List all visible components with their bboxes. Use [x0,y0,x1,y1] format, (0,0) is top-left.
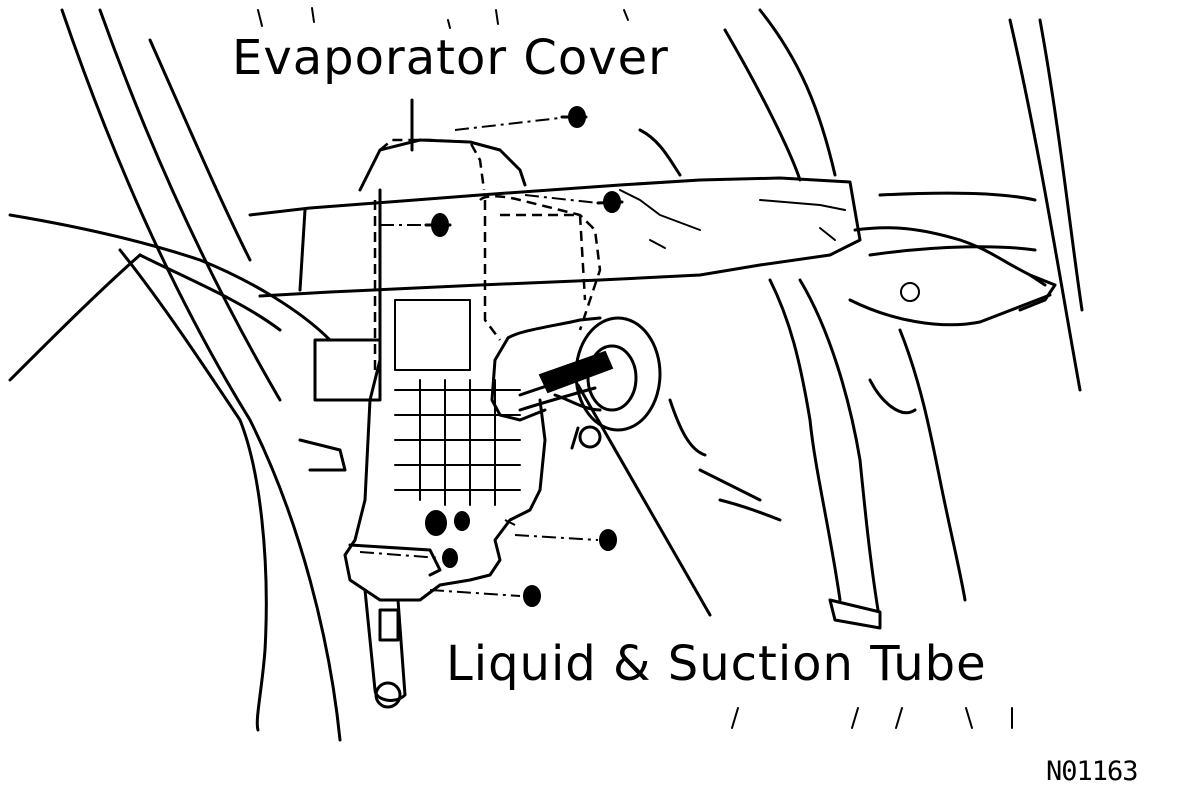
edge-tick-marks [257,7,1013,729]
dash-beam [248,176,1057,327]
liquid-suction-tube-assembly [490,316,662,450]
liquid-suction-tube-leader [576,383,712,617]
liquid-suction-tube-label: Liquid & Suction Tube [446,636,987,692]
screws [359,106,624,607]
body-right-lines [638,8,1084,392]
evaporator-cover-label: Evaporator Cover [232,30,669,86]
harness-lines [668,278,967,630]
figure-code: N01163 [1046,756,1139,787]
door-frame-lines [8,8,342,742]
